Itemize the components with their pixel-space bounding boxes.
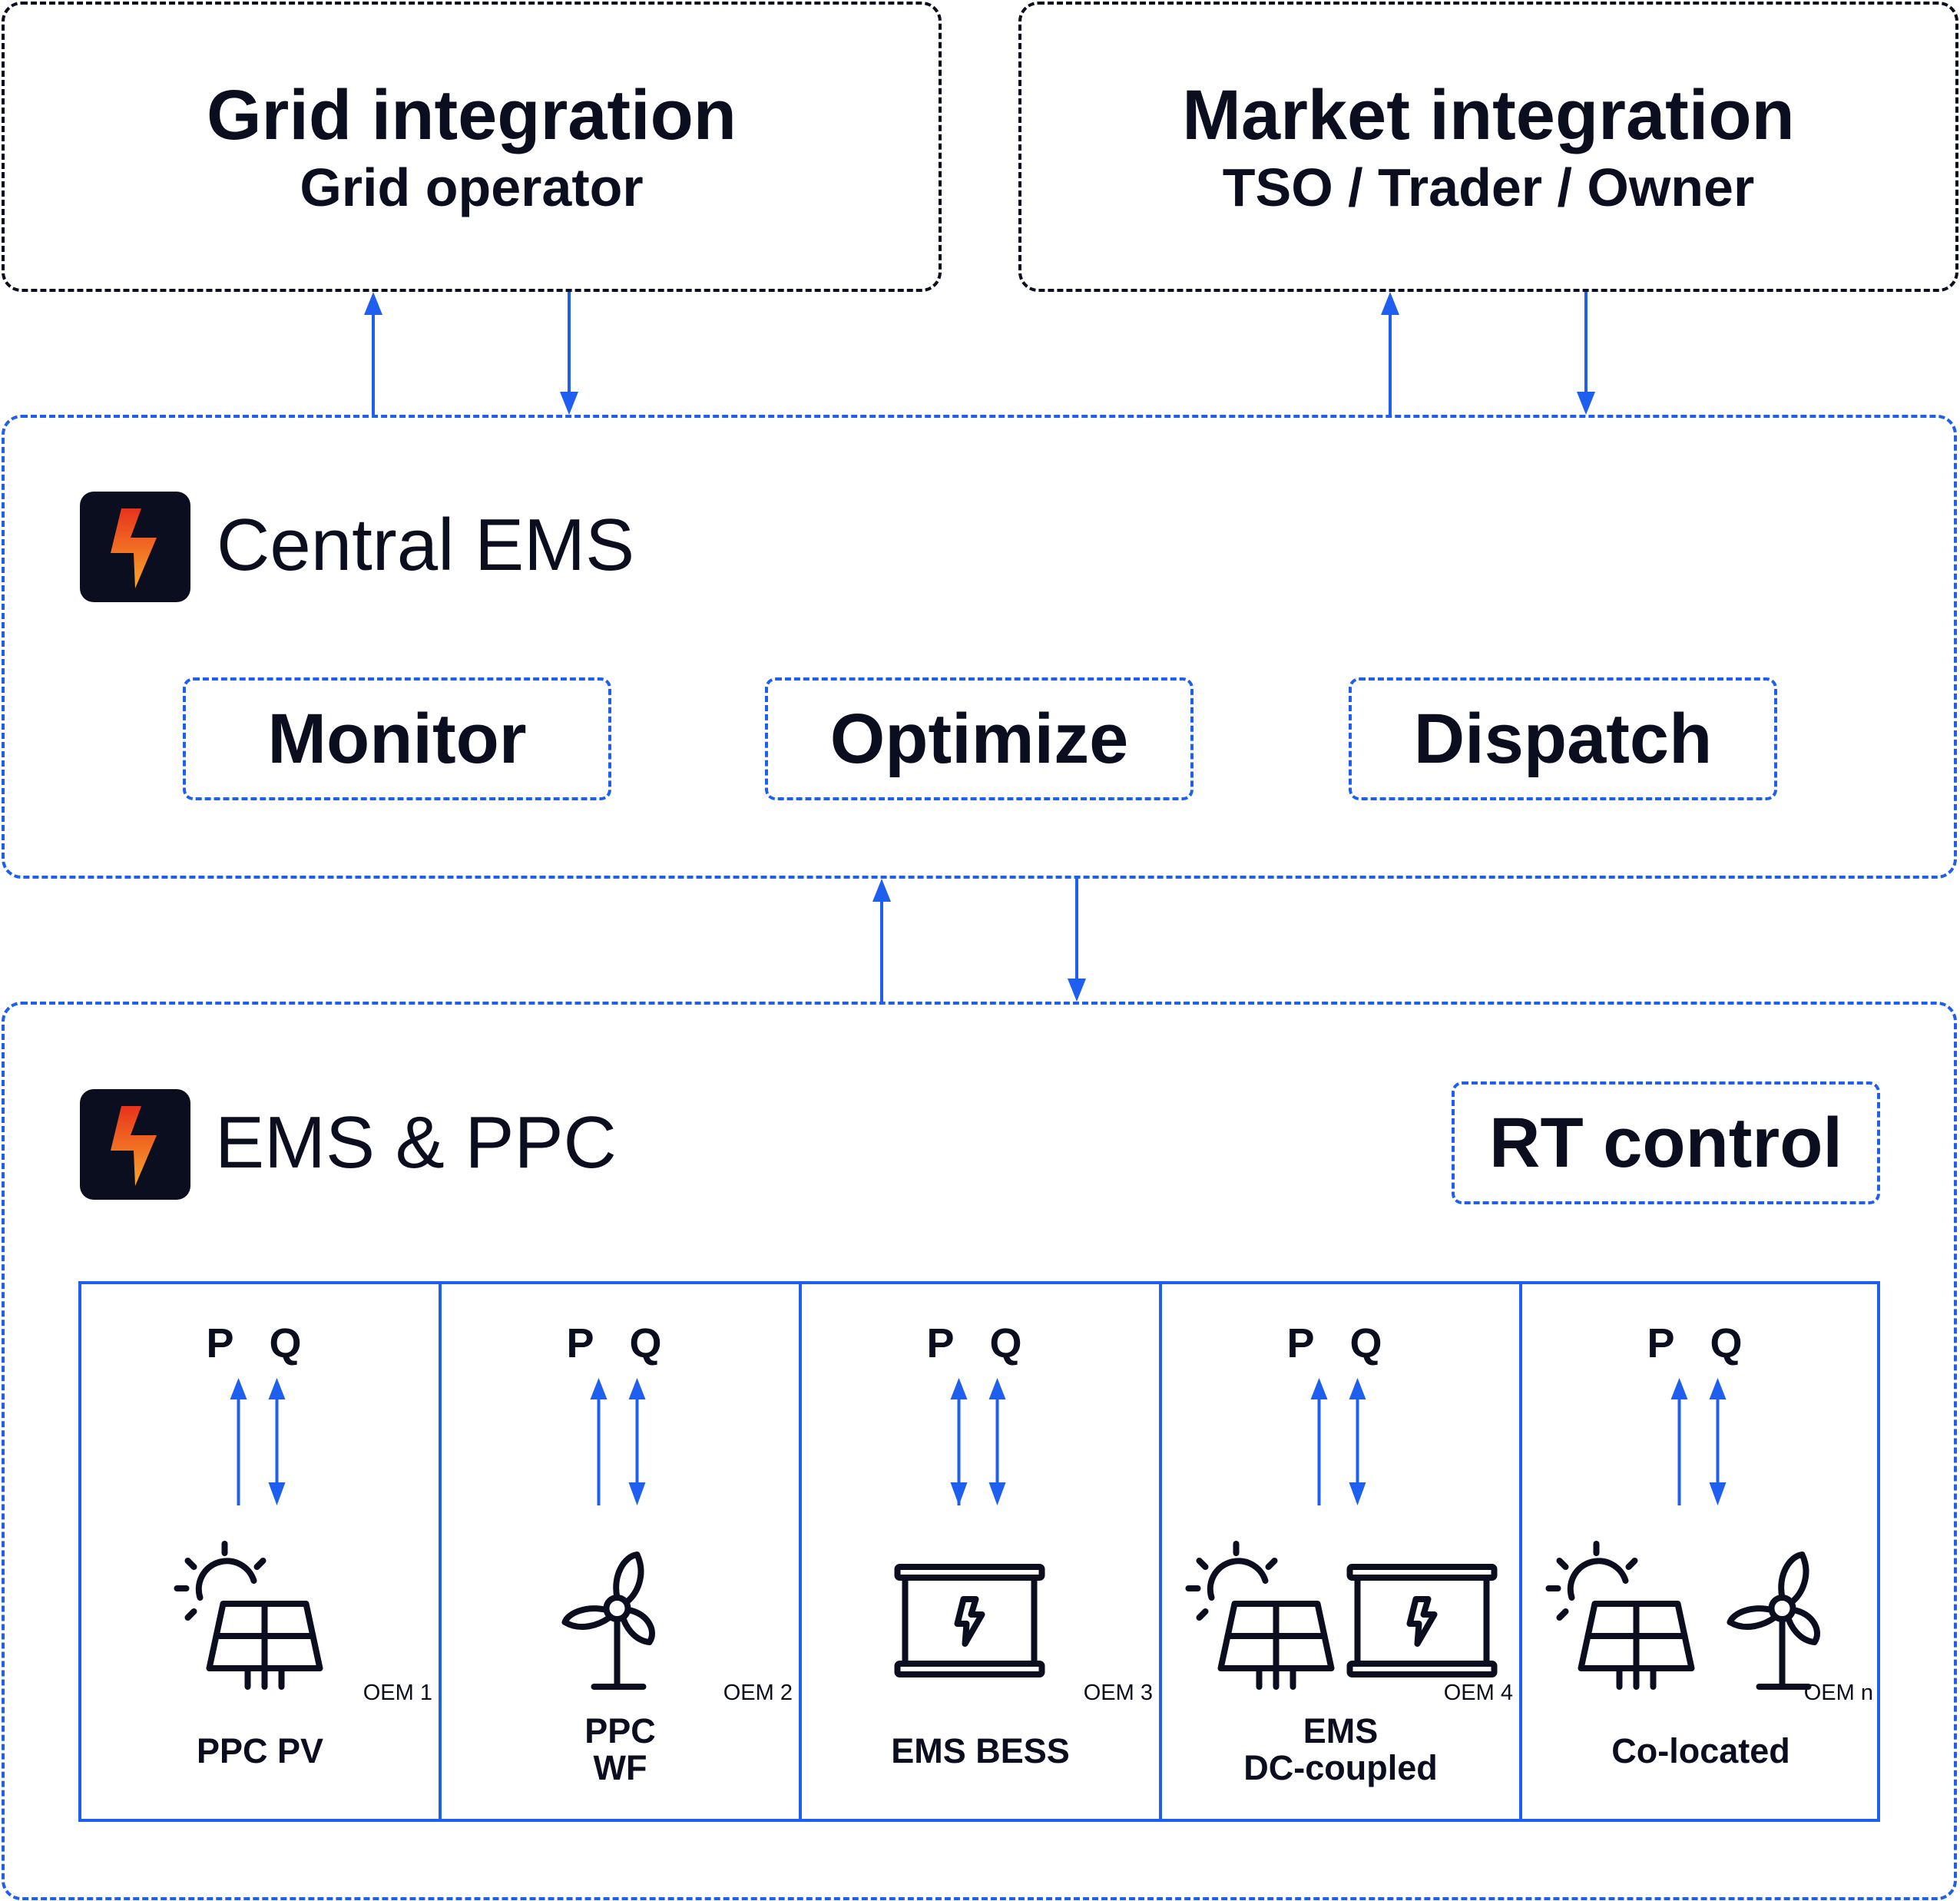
- battery-icon: [894, 1564, 1045, 1677]
- solar-panel-icon: [1545, 1541, 1695, 1690]
- solar-panel-icon: [1185, 1541, 1335, 1690]
- q-arrow: [628, 1378, 646, 1505]
- pq-label: P Q: [1647, 1320, 1755, 1366]
- unit-label: EMS BESS: [891, 1731, 1070, 1770]
- p-arrow: [590, 1378, 608, 1505]
- central-ems-logo-icon: [80, 492, 190, 602]
- pq-label: P Q: [926, 1320, 1035, 1366]
- pq-label: P Q: [206, 1320, 314, 1366]
- units-grid: [78, 1281, 1880, 1822]
- arrow-head: [1577, 392, 1595, 415]
- p-arrow: [1670, 1378, 1688, 1505]
- oem-tag: OEM 3: [1083, 1681, 1153, 1705]
- arrow-head: [1381, 292, 1399, 315]
- arrow-head: [560, 392, 578, 415]
- central-ems-box: [2, 415, 1957, 879]
- grid-integration-title: Grid integration: [207, 75, 737, 154]
- p-arrow: [1310, 1378, 1328, 1505]
- q-arrow: [988, 1378, 1006, 1505]
- q-arrow: [1709, 1378, 1727, 1505]
- oem-tag: OEM n: [1803, 1681, 1873, 1705]
- pq-label: P Q: [1286, 1320, 1395, 1366]
- dispatch-function: Dispatch: [1349, 677, 1777, 800]
- wind-turbine-icon: [561, 1552, 655, 1690]
- arrow-head: [364, 292, 382, 315]
- oem-tag: OEM 1: [363, 1681, 432, 1705]
- arrow-head: [1068, 979, 1086, 1002]
- unit-label: Co-located: [1611, 1731, 1790, 1770]
- unit-divider: [799, 1281, 802, 1822]
- battery-icon: [1346, 1564, 1498, 1677]
- wind-turbine-icon: [1727, 1552, 1820, 1690]
- q-arrow: [1349, 1378, 1366, 1505]
- grid-integration-box: Grid integration Grid operator: [2, 2, 942, 292]
- unit-divider: [1519, 1281, 1522, 1822]
- oem-tag: OEM 4: [1443, 1681, 1513, 1705]
- unit-label-line2: WF: [593, 1748, 647, 1787]
- market-integration-title: Market integration: [1182, 75, 1795, 154]
- site-ems-title: EMS & PPC: [215, 1101, 617, 1184]
- p-arrow: [950, 1378, 968, 1505]
- p-arrow: [230, 1378, 247, 1505]
- market-integration-box: Market integration TSO / Trader / Owner: [1018, 2, 1958, 292]
- central-ems-title: Central EMS: [217, 504, 635, 586]
- unit-divider: [439, 1281, 442, 1822]
- market-actors-subtitle: TSO / Trader / Owner: [1222, 157, 1755, 217]
- unit-label: EMS: [1303, 1711, 1379, 1750]
- oem-tag: OEM 2: [723, 1681, 793, 1705]
- unit-divider: [1159, 1281, 1162, 1822]
- optimize-function: Optimize: [765, 677, 1194, 800]
- grid-operator-subtitle: Grid operator: [300, 157, 644, 217]
- site-ems-ppc-box: [2, 1002, 1957, 1900]
- q-arrow: [268, 1378, 286, 1505]
- arrow-head: [872, 879, 891, 902]
- unit-label: PPC: [584, 1711, 656, 1750]
- solar-panel-icon: [174, 1541, 323, 1690]
- pq-label: P Q: [566, 1320, 674, 1366]
- site-ems-logo-icon: [80, 1089, 190, 1200]
- unit-label: PPC PV: [196, 1731, 324, 1770]
- unit-label-line2: DC-coupled: [1243, 1748, 1438, 1787]
- monitor-function: Monitor: [183, 677, 611, 800]
- rt-control-box: RT control: [1452, 1081, 1880, 1204]
